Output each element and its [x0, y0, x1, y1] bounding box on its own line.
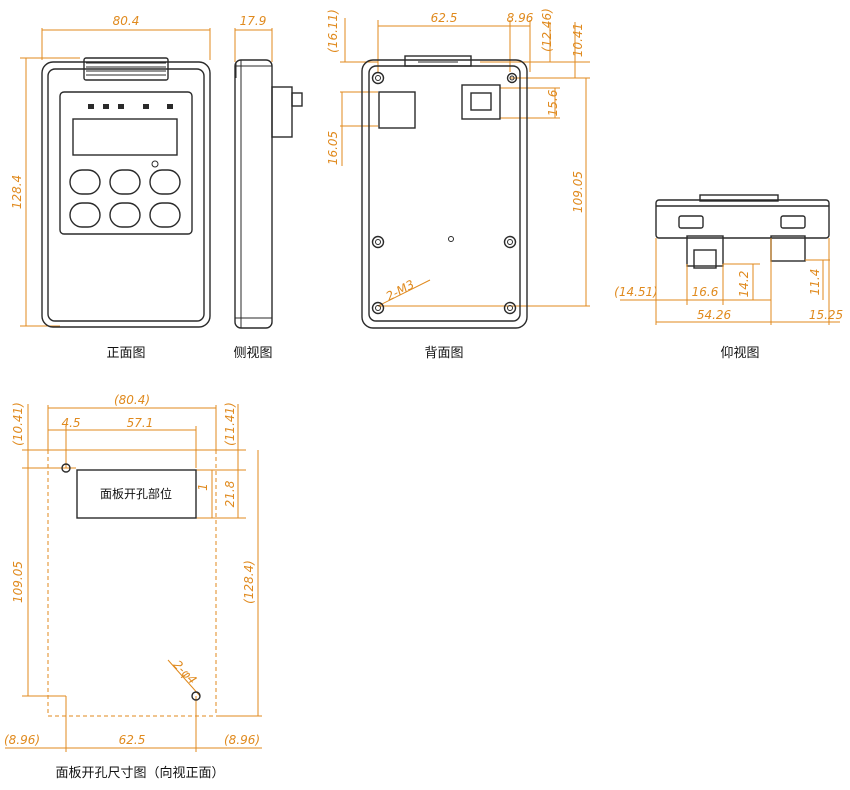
- cutout-gap: 1: [196, 483, 210, 491]
- cutout-width: 57.1: [127, 416, 154, 430]
- back-left-block: [378, 91, 416, 129]
- cutout-bottom-right: (8.96): [224, 733, 260, 747]
- cutout-hole-label: 2-φ4: [170, 657, 199, 687]
- cutout-area: [76, 469, 197, 519]
- bottom-span: 54.26: [697, 308, 732, 322]
- back-top-hole: 10.41: [571, 23, 585, 57]
- bottom-left-offset: (14.51): [614, 285, 658, 299]
- front-view: 80.4 128.4: [10, 14, 211, 328]
- back-screw-label: 2-M3: [384, 277, 417, 303]
- front-width-dim: 80.4: [113, 14, 140, 28]
- cutout-dimension-lines: [5, 404, 262, 752]
- back-hole-spacing-x: 62.5: [431, 11, 458, 25]
- keypad-buttons: [69, 169, 181, 228]
- indicator-led: [88, 104, 94, 109]
- cutout-holes: [61, 463, 201, 701]
- bottom-right-height: 11.4: [808, 269, 822, 296]
- front-dimension-lines: [20, 28, 211, 327]
- back-left-block: 16.05: [326, 131, 340, 165]
- cutout-area-label: 面板开孔部位: [100, 486, 172, 501]
- back-connector-window: [461, 84, 501, 120]
- status-led: [151, 160, 159, 168]
- front-panel: [59, 91, 193, 235]
- caption-back: 背面图: [424, 346, 463, 361]
- bottom-dimension-lines: [620, 238, 840, 325]
- lcd-display: [72, 118, 178, 156]
- cutout-view: 面板开孔部位 (80.4) 4.5 57.1 (10.41) (11.41) 1…: [4, 393, 262, 752]
- back-hole-spacing-y: 109.05: [571, 171, 585, 213]
- cutout-bottom-left: (8.96): [4, 733, 40, 747]
- back-window-height: 15.6: [546, 89, 560, 116]
- bottom-right-offset: 15.25: [809, 308, 843, 322]
- back-right-margin: 8.96: [507, 11, 534, 25]
- cutout-total-height: (128.4): [242, 560, 256, 604]
- cutout-height: 21.8: [223, 480, 237, 507]
- bottom-device-body: [655, 194, 830, 269]
- cutout-top-right: (11.41): [223, 402, 237, 446]
- indicator-led: [103, 104, 109, 109]
- side-depth-dim: 17.9: [240, 14, 267, 28]
- back-top-offset: (16.11): [326, 9, 340, 53]
- side-dimension-lines: [234, 28, 273, 62]
- cutout-top-left: (10.41): [11, 402, 25, 446]
- cutout-left-margin: 4.5: [61, 416, 80, 430]
- back-top-offset-right: (12.46): [540, 8, 554, 52]
- cutout-hole-height: 109.05: [11, 561, 25, 603]
- caption-cutout: 面板开孔尺寸图（向视正面）: [55, 765, 224, 781]
- bottom-conn-width: 16.6: [692, 285, 719, 299]
- bottom-connector-right: [770, 235, 806, 262]
- bottom-view: (14.51) 16.6 14.2 11.4 54.26 15.25: [614, 194, 843, 325]
- side-device-body: [234, 59, 303, 329]
- side-view: 17.9: [234, 14, 303, 329]
- mounting-holes: [371, 71, 518, 315]
- front-height-dim: 128.4: [10, 175, 24, 209]
- center-mark: [448, 236, 454, 242]
- bottom-conn-height: 14.2: [737, 271, 751, 298]
- caption-bottom: 仰视图: [720, 346, 759, 361]
- indicator-led: [118, 104, 124, 109]
- indicator-led: [167, 104, 173, 109]
- cutout-total-width: (80.4): [114, 393, 150, 407]
- back-device-body: [361, 55, 528, 329]
- indicator-led: [143, 104, 149, 109]
- cutout-bottom-mid: 62.5: [119, 733, 146, 747]
- bottom-connector-left: [686, 235, 724, 267]
- front-device-body: [41, 57, 211, 328]
- caption-front: 正面图: [106, 346, 145, 361]
- back-view: 62.5 8.96 (16.11) (12.46) 10.41 15.6 16.…: [326, 8, 590, 329]
- caption-side: 侧视图: [233, 346, 272, 361]
- back-dimension-lines: [340, 18, 590, 307]
